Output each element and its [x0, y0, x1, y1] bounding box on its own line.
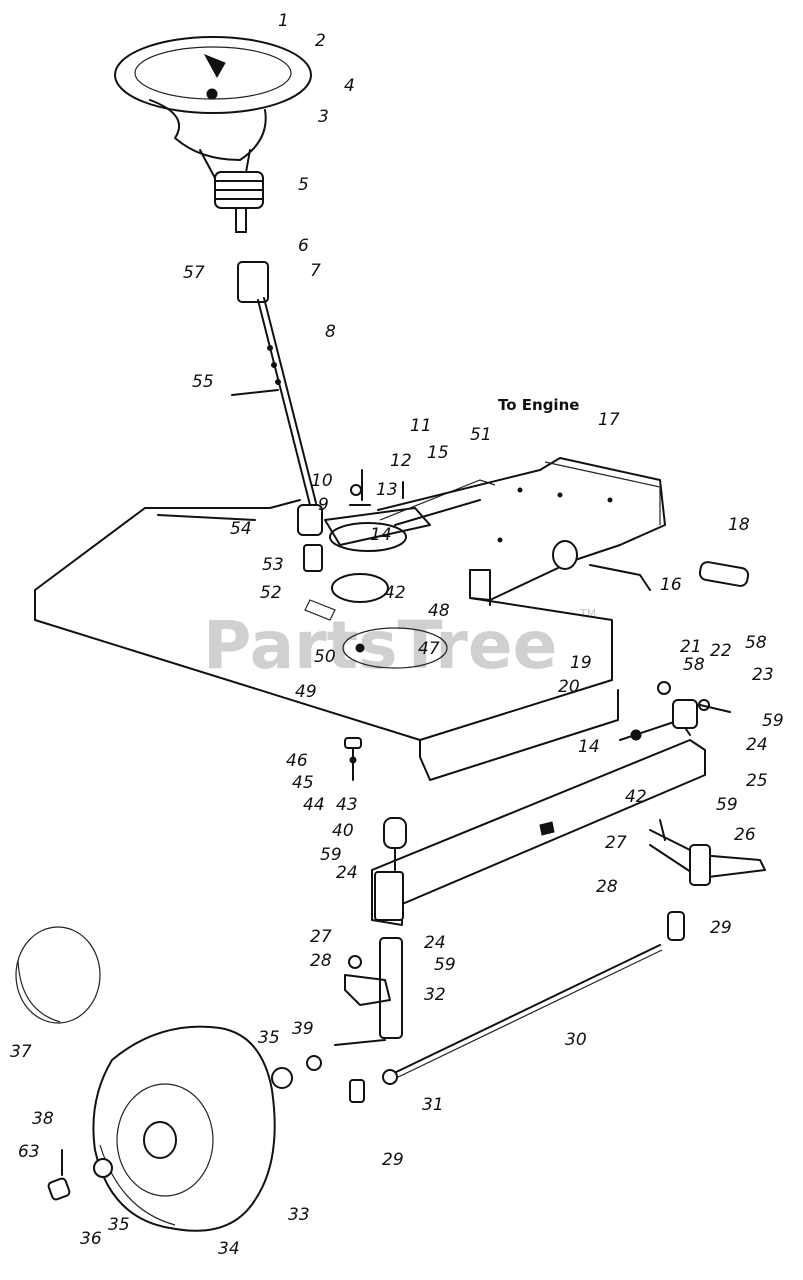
callout-58b: 58 [745, 633, 767, 653]
callout-3: 3 [318, 107, 329, 127]
callout-38: 38 [32, 1109, 54, 1129]
callout-52: 52 [260, 583, 282, 603]
steering-shaft [231, 261, 323, 572]
callout-6: 6 [298, 236, 309, 256]
callout-36: 36 [80, 1229, 102, 1249]
callout-18: 18 [728, 515, 750, 535]
callout-59b: 59 [716, 795, 738, 815]
center-bolt [344, 737, 362, 781]
callout-59a: 59 [762, 711, 784, 731]
callout-8: 8 [325, 322, 336, 342]
callout-5: 5 [298, 175, 309, 195]
steering-boot [214, 171, 264, 233]
callout-23: 23 [752, 665, 774, 685]
callout-49: 49 [295, 682, 317, 702]
watermark: PartsTree [203, 607, 557, 684]
callout-22: 22 [710, 641, 732, 661]
callout-24b: 24 [336, 863, 358, 883]
callout-37: 37 [10, 1042, 32, 1062]
callout-13: 13 [376, 480, 398, 500]
callout-14b: 14 [578, 737, 600, 757]
callout-27b: 27 [310, 927, 332, 947]
callout-54: 54 [230, 519, 252, 539]
callout-28a: 28 [596, 877, 618, 897]
callout-29b: 29 [382, 1150, 404, 1170]
steering-wheel [114, 36, 312, 179]
callout-59d: 59 [434, 955, 456, 975]
callout-labels: To Engine 1 2 3 4 5 6 7 57 8 55 11 51 17… [10, 11, 784, 1259]
steering-sector [304, 479, 496, 669]
callout-4: 4 [344, 76, 355, 96]
right-spindle [619, 681, 766, 886]
hardware-bolts [349, 469, 404, 506]
callout-40: 40 [332, 821, 354, 841]
engine-bracket [377, 457, 666, 606]
callout-32: 32 [424, 985, 446, 1005]
to-engine-note: To Engine [498, 396, 579, 414]
callout-27a: 27 [605, 833, 627, 853]
callout-2: 2 [315, 31, 326, 51]
callout-58a: 58 [683, 655, 705, 675]
callout-16: 16 [660, 575, 682, 595]
callout-12: 12 [390, 451, 412, 471]
callout-42b: 42 [625, 787, 647, 807]
callout-63: 63 [18, 1142, 40, 1162]
front-axle [371, 739, 706, 926]
callout-45: 45 [292, 773, 314, 793]
front-wheel [92, 1025, 322, 1232]
callout-15: 15 [427, 443, 449, 463]
callout-48: 48 [428, 601, 450, 621]
callout-19: 19 [570, 653, 592, 673]
callout-50: 50 [314, 647, 336, 667]
callout-1: 1 [278, 11, 289, 31]
callout-57: 57 [183, 263, 205, 283]
callout-46: 46 [286, 751, 308, 771]
callout-43: 43 [336, 795, 358, 815]
callout-7: 7 [310, 261, 321, 281]
callout-10: 10 [311, 471, 333, 491]
left-spindle [334, 937, 403, 1103]
callout-14a: 14 [370, 525, 392, 545]
callout-29a: 29 [710, 918, 732, 938]
callout-31: 31 [422, 1095, 444, 1115]
callout-53: 53 [262, 555, 284, 575]
callout-24c: 24 [424, 933, 446, 953]
callout-28b: 28 [310, 951, 332, 971]
callout-59c: 59 [320, 845, 342, 865]
callout-25: 25 [746, 771, 768, 791]
callout-34: 34 [218, 1239, 240, 1259]
callout-42a: 42 [384, 583, 406, 603]
callout-20: 20 [558, 677, 580, 697]
lift-rod [589, 561, 750, 591]
callout-55: 55 [192, 372, 214, 392]
callout-35b: 35 [108, 1215, 130, 1235]
callout-33: 33 [288, 1205, 310, 1225]
callout-47: 47 [418, 639, 440, 659]
callout-11: 11 [410, 416, 432, 436]
callout-44: 44 [303, 795, 325, 815]
callout-39: 39 [292, 1019, 314, 1039]
callout-9: 9 [318, 495, 329, 515]
callout-24a: 24 [746, 735, 768, 755]
callout-51: 51 [470, 425, 492, 445]
callout-26: 26 [734, 825, 756, 845]
callout-21: 21 [680, 637, 702, 657]
frame-pan [34, 499, 619, 781]
callout-30: 30 [565, 1030, 587, 1050]
wheel-hardware [47, 1149, 113, 1201]
callout-17: 17 [598, 410, 620, 430]
hubcap [15, 926, 101, 1024]
callout-35a: 35 [258, 1028, 280, 1048]
drag-link [382, 911, 685, 1085]
